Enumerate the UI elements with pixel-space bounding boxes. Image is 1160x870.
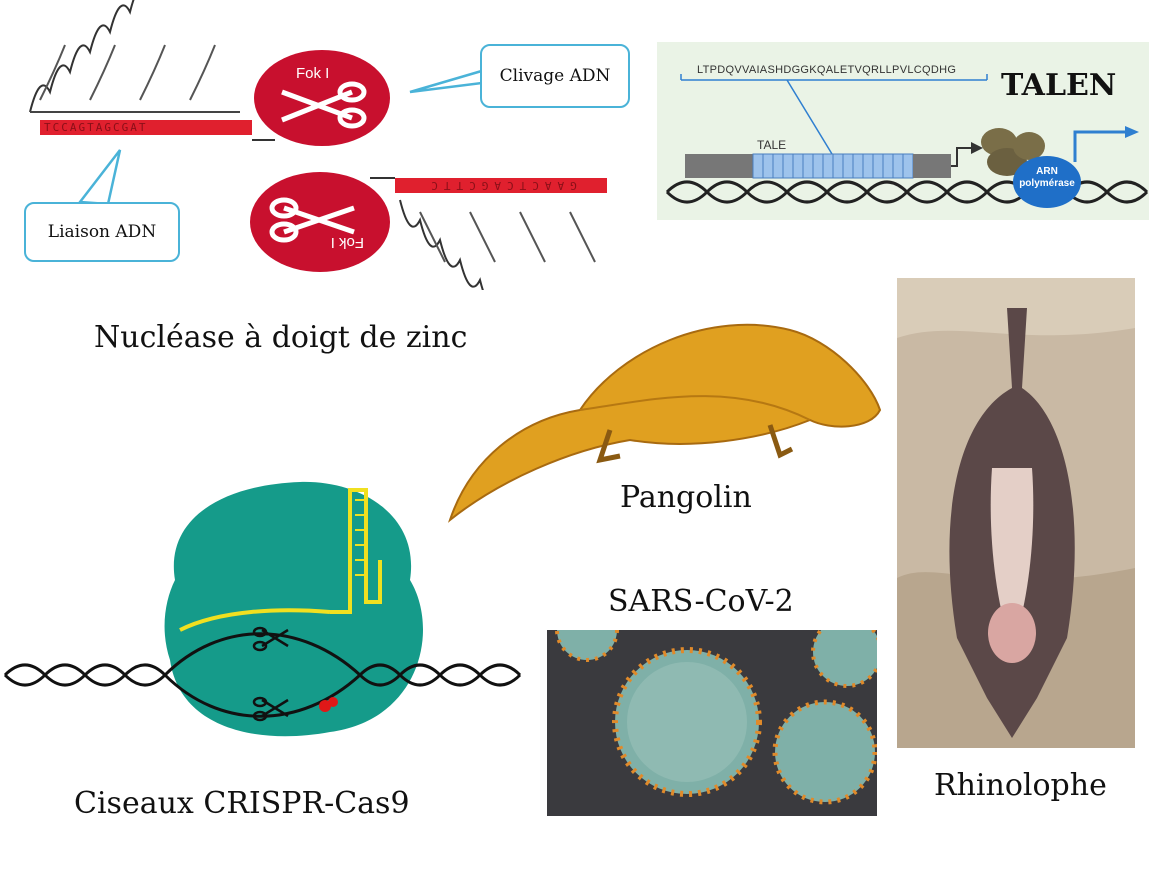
- scissors-icon: [269, 197, 355, 243]
- zinc-finger-diagram: Fok I Fok I: [29, 0, 607, 408]
- pangolin-caption: Pangolin: [620, 480, 752, 515]
- virus-caption: SARS-CoV-2: [608, 584, 794, 619]
- sars-cov-2-image: [547, 630, 877, 816]
- tale-bar-left: [685, 154, 753, 178]
- bat-caption: Rhinolophe: [934, 768, 1107, 803]
- talen-diagram: [665, 74, 1149, 208]
- tale-label: TALE: [757, 138, 787, 152]
- crispr-figure: [0, 470, 540, 770]
- talen-sequence: LTPDQVVAIASHDGGKQALETVQRLLPVLCQDHG: [697, 64, 957, 76]
- tale-bar-right: [913, 154, 951, 178]
- scissors-icon: [252, 696, 289, 722]
- pangolin-image: [430, 290, 890, 530]
- zinc-finger-domains-top: [29, 0, 240, 113]
- fok-i-enzyme-top: [254, 50, 390, 146]
- sequence-top: TCCAGTAGCGAT: [44, 121, 148, 134]
- zfn-caption: Nucléase à doigt de zinc: [94, 320, 468, 355]
- rhinolophe-image: [897, 278, 1135, 748]
- rna-polymerase: [1013, 156, 1081, 208]
- tale-repeats: [752, 153, 914, 179]
- zinc-finger-domains-bottom: [399, 199, 601, 408]
- cleavage-bubble: Clivage ADN: [480, 44, 630, 108]
- talen-panel: LTPDQVVAIASHDGGKQALETVQRLLPVLCQDHG TALEN…: [657, 42, 1149, 220]
- polymerase-label: ARN polymérase: [1013, 166, 1081, 190]
- polymerase-label-line1: ARN: [1036, 166, 1058, 177]
- binding-bubble: Liaison ADN: [24, 202, 180, 262]
- fok-i-label-top: Fok I: [296, 65, 329, 82]
- talen-title: TALEN: [1001, 68, 1117, 103]
- crispr-caption: Ciseaux CRISPR-Cas9: [74, 786, 410, 821]
- zinc-finger-nuclease-figure: Fok I Fok I TCCAGTAGCGAT GAACTCAGCTTC Cl…: [0, 0, 640, 408]
- dna-strand-top: [40, 120, 252, 135]
- sequence-bottom: GAACTCAGCTTC: [425, 179, 577, 192]
- guide-rna: [179, 488, 382, 632]
- scissors-icon: [252, 626, 289, 652]
- cut-site-mark: [319, 700, 331, 712]
- scissors-icon: [281, 81, 367, 129]
- dna-strand-bottom: [395, 178, 607, 193]
- polymerase-label-line2: polymérase: [1019, 178, 1075, 189]
- dna-double-helix: [3, 632, 522, 718]
- fok-i-label-bottom: Fok I: [331, 234, 364, 251]
